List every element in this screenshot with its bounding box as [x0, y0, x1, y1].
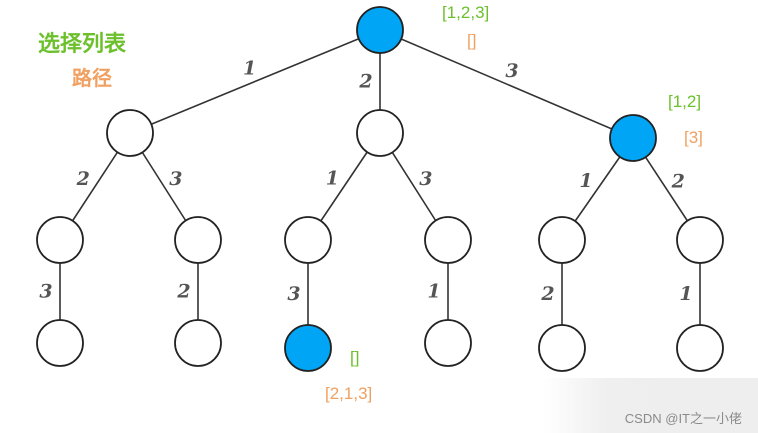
tree-node-n31	[538, 216, 586, 264]
tree-node-n1	[106, 109, 154, 157]
root-path: []	[467, 31, 477, 50]
tree-node-n132	[174, 319, 222, 367]
legend-choice-list: 选择列表	[38, 32, 127, 57]
edge-label-n3-n32: 2	[671, 170, 685, 192]
edge-label-n2-n21: 1	[326, 168, 339, 190]
edge-label-n2-n23: 3	[419, 168, 432, 190]
edge-label-n1-n13: 3	[169, 168, 182, 190]
watermark-text: CSDN @IT之一小佬	[624, 411, 742, 426]
tree-node-n23	[424, 216, 472, 264]
edge-label-root-n2: 2	[358, 71, 372, 93]
tree-node-n321	[676, 324, 724, 372]
edge-label-n3-n31: 1	[579, 170, 592, 192]
tree-node-n123	[36, 319, 84, 367]
edge-label-root-n3: 3	[505, 60, 518, 82]
tree-node-n12	[36, 216, 84, 264]
edge-label-n13-n132: 2	[176, 281, 190, 303]
tree-node-n13	[174, 216, 222, 264]
edge-root-n1	[129, 29, 381, 134]
node3-choice-list: [1,2]	[668, 92, 702, 111]
edge-label-n12-n123: 3	[39, 281, 52, 303]
tree-node-n213	[284, 324, 332, 372]
legend-path: 路径	[72, 66, 112, 90]
edge-label-n23-n231: 1	[427, 281, 440, 303]
node3-path: [3]	[684, 128, 703, 147]
edge-label-n32-n321: 1	[679, 283, 692, 305]
tree-node-n312	[538, 324, 586, 372]
tree-node-n2	[356, 109, 404, 157]
tree-node-n3	[609, 114, 657, 162]
edge-label-root-n1: 1	[243, 58, 256, 80]
edge-root-n3	[379, 29, 634, 139]
edge-label-n31-n312: 2	[540, 283, 554, 305]
watermark-background	[543, 378, 758, 433]
leaf-path: [2,1,3]	[325, 384, 373, 403]
tree-node-n32	[676, 216, 724, 264]
edge-label-n1-n12: 2	[76, 168, 90, 190]
tree-node-n231	[424, 319, 472, 367]
tree-node-n21	[284, 216, 332, 264]
root-choice-list: [1,2,3]	[442, 3, 490, 22]
edge-label-n21-n213: 3	[287, 283, 300, 305]
leaf-choice-list: []	[350, 348, 360, 367]
tree-node-root	[356, 6, 404, 54]
